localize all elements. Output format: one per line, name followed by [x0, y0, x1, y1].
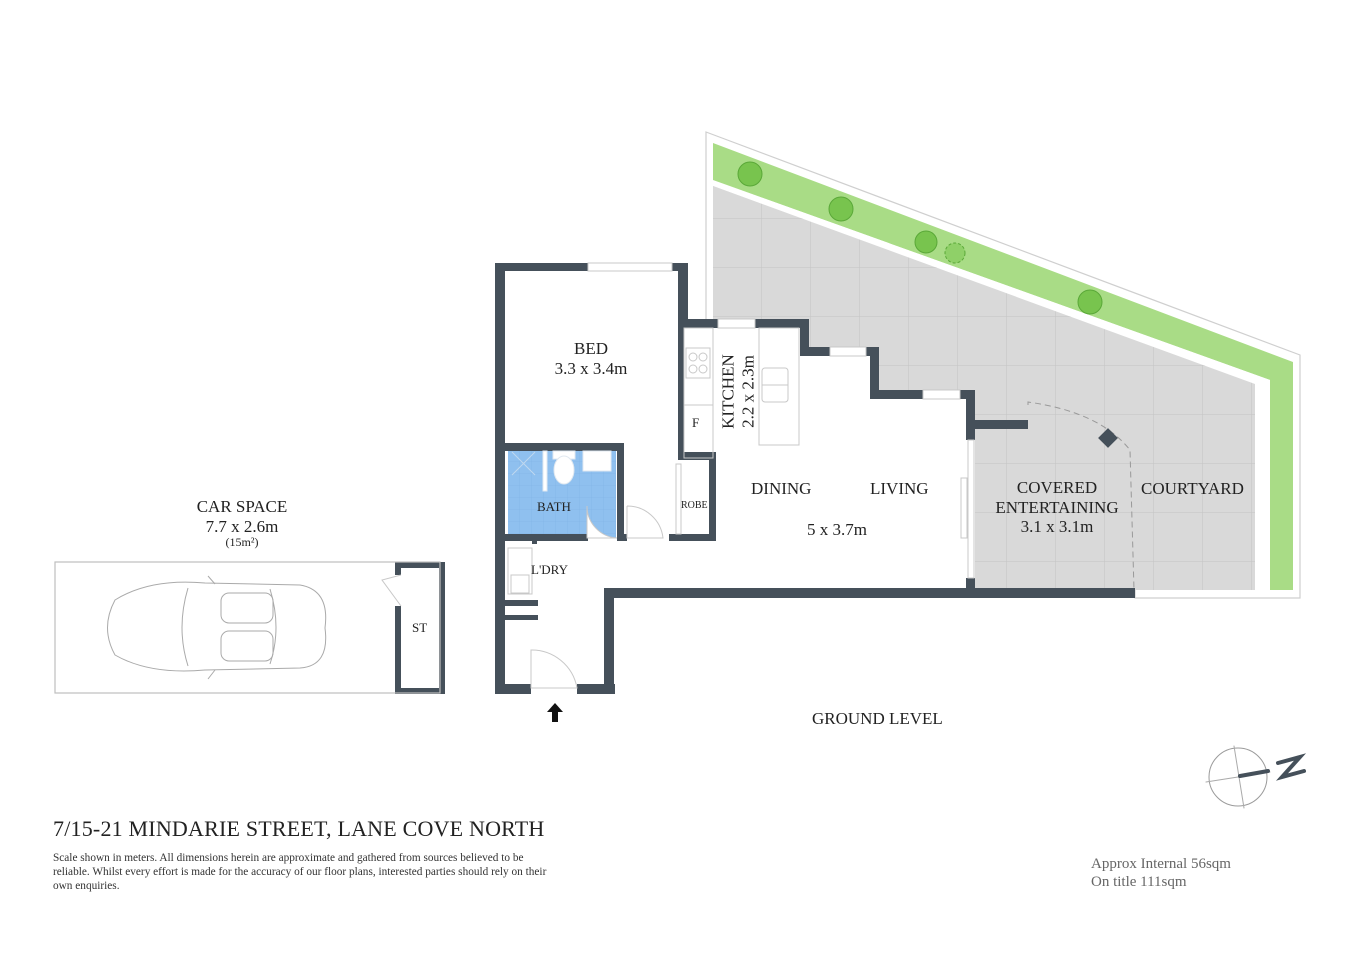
entry-arrow-icon [547, 703, 563, 722]
storage-label: ST [412, 620, 428, 635]
walls [395, 263, 1135, 694]
bath-label: BATH [537, 499, 571, 514]
disclaimer-text: Scale shown in meters. All dimensions he… [53, 852, 547, 892]
door-swings [381, 463, 682, 689]
fridge-label: F [692, 415, 700, 430]
area-summary: Approx Internal 56sqm On title 111sqm [1091, 855, 1231, 891]
covered-line2: ENTERTAINING [995, 497, 1119, 517]
garden-bed [713, 143, 1293, 590]
covered-size: 3.1 x 3.1m [1020, 517, 1094, 537]
covered-line1: COVERED [1016, 478, 1098, 497]
on-title-area: On title 111sqm [1091, 874, 1187, 890]
bed-label: BED 3.3 x 3.4m [549, 339, 633, 378]
interior-floor [503, 270, 968, 688]
level-label: GROUND LEVEL [812, 709, 943, 728]
car-space-name: CAR SPACE [196, 497, 288, 516]
kitchen-label: KITCHEN 2.2 x 2.3m [718, 337, 757, 447]
dining-label: DINING [751, 479, 812, 498]
car-space [54, 561, 441, 694]
car-space-label: CAR SPACE 7.7 x 2.6m (15m²) [186, 497, 298, 550]
bed-name: BED [574, 339, 608, 358]
laundry-label: L'DRY [531, 562, 569, 577]
bath-fixtures [511, 450, 612, 492]
covered-entertaining-label: COVERED ENTERTAINING 3.1 x 3.1m [990, 478, 1124, 537]
pergola-outline [1027, 401, 1135, 591]
kitchen-fixtures [683, 327, 800, 459]
car-space-size: 7.7 x 2.6m [205, 516, 279, 536]
car-space-area: (15m²) [225, 535, 259, 550]
kitchen-size: 2.2 x 2.3m [738, 355, 757, 428]
kitchen-name: KITCHEN [718, 354, 738, 429]
north-compass-icon [1205, 745, 1307, 809]
living-size: 5 x 3.7m [807, 520, 867, 539]
property-address: 7/15-21 MINDARIE STREET, LANE COVE NORTH [53, 816, 545, 841]
windows [587, 262, 975, 579]
approx-internal: Approx Internal 56sqm [1091, 856, 1231, 872]
living-label: LIVING [870, 479, 929, 498]
bed-size: 3.3 x 3.4m [554, 358, 628, 378]
robe-label: ROBE [681, 500, 708, 511]
courtyard-label: COURTYARD [1141, 479, 1244, 498]
courtyard-tiles [713, 186, 1255, 590]
pergola-post [1098, 428, 1118, 448]
